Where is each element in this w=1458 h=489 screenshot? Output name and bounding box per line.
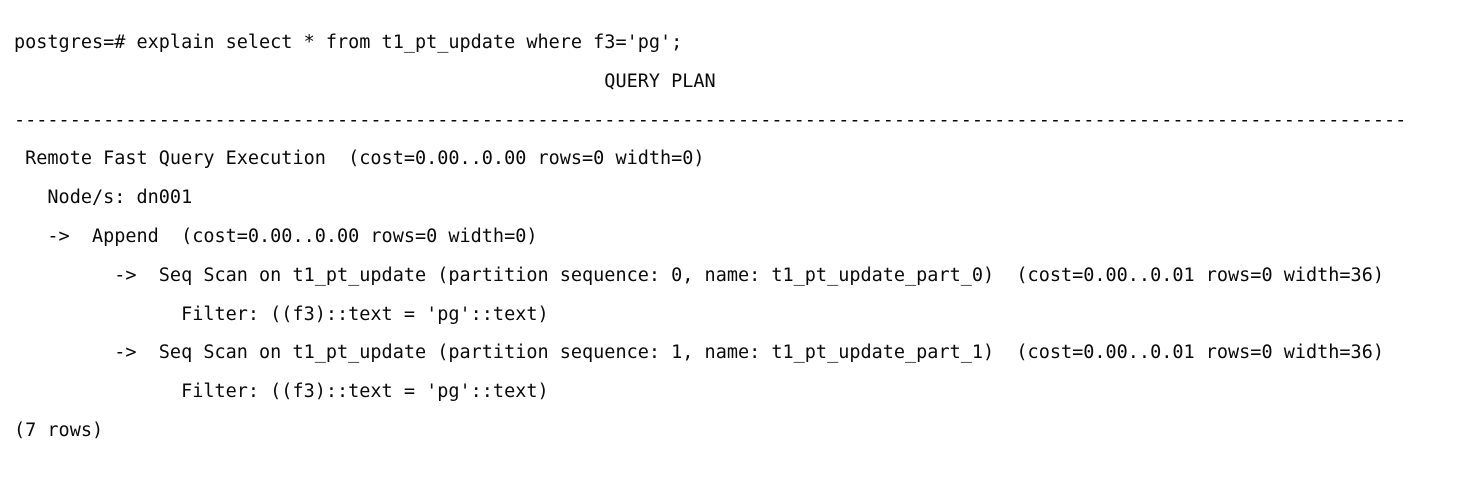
plan-line-filter-partition-1: Filter: ((f3)::text = 'pg'::text) bbox=[14, 381, 549, 403]
plan-line-append: -> Append (cost=0.00..0.00 rows=0 width=… bbox=[14, 225, 538, 247]
plan-line-seq-scan-partition-0: -> Seq Scan on t1_pt_update (partition s… bbox=[14, 264, 1384, 286]
row-count-line: (7 rows) bbox=[14, 419, 104, 441]
plan-line-filter-partition-0: Filter: ((f3)::text = 'pg'::text) bbox=[14, 303, 549, 325]
psql-prompt-line: postgres=# explain select * from t1_pt_u… bbox=[14, 32, 683, 53]
plan-line-seq-scan-partition-1: -> Seq Scan on t1_pt_update (partition s… bbox=[14, 342, 1384, 364]
plan-line-remote-fast-query-execution: Remote Fast Query Execution (cost=0.00..… bbox=[14, 148, 705, 170]
plan-line-nodes: Node/s: dn001 bbox=[14, 187, 193, 209]
query-plan-column-header: QUERY PLAN bbox=[14, 70, 716, 92]
header-separator-rule: ----------------------------------------… bbox=[14, 109, 1407, 131]
